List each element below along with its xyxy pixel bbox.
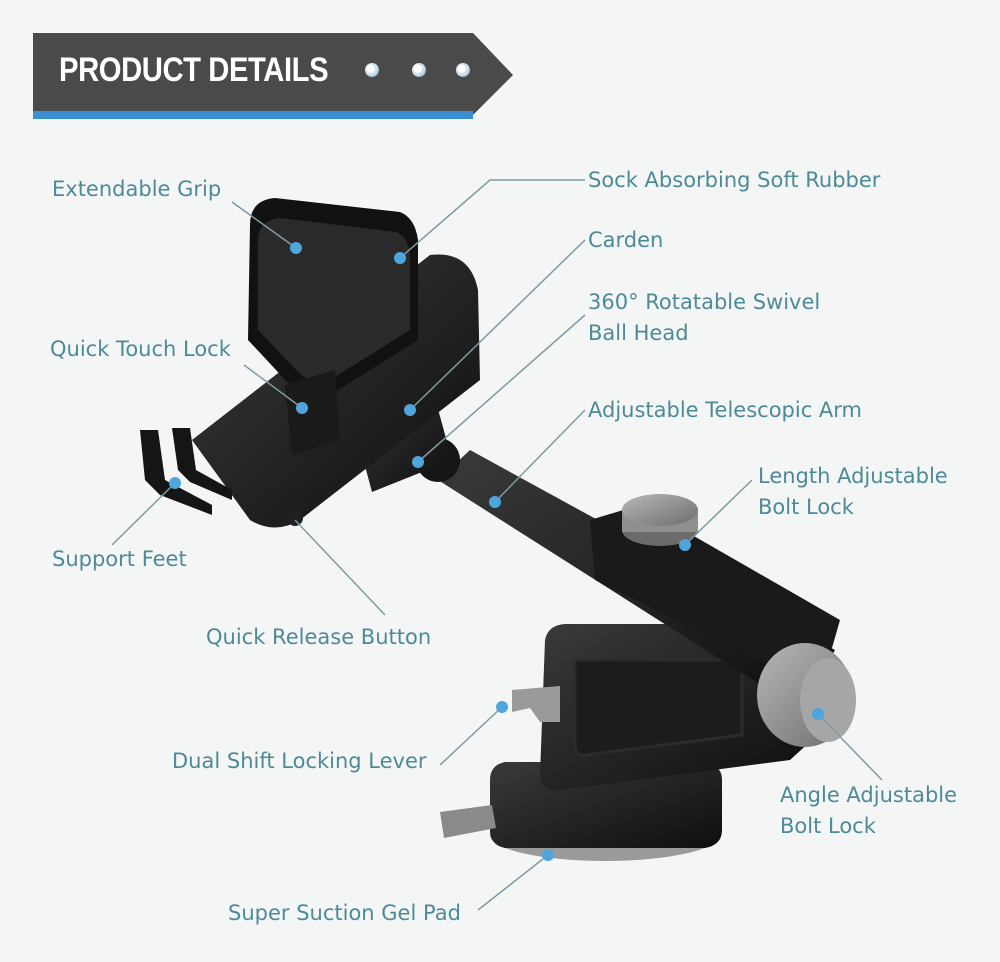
label-quick-release-button: Quick Release Button [206, 625, 432, 649]
label-telescopic-arm: Adjustable Telescopic Arm [588, 398, 863, 422]
label-angle-bolt-lock: Angle Adjustable Bolt Lock [780, 780, 957, 842]
label-extendable-grip: Extendable Grip [52, 177, 222, 201]
banner-shape [33, 33, 513, 119]
banner-dot-icon [365, 63, 379, 77]
callout-dot-icon [412, 456, 424, 468]
length-bolt-knob [622, 494, 698, 546]
lever-shape [512, 686, 560, 722]
label-angle-line1: Angle Adjustable [780, 783, 958, 807]
angle-bolt-knob [757, 643, 856, 747]
product-details-banner: PRODUCT DETAILS [33, 33, 513, 119]
banner-title: PRODUCT DETAILS [59, 51, 329, 89]
callout-dot-icon [542, 849, 554, 861]
label-dual-shift-locking-lever: Dual Shift Locking Lever [172, 749, 427, 773]
callout-dot-icon [489, 496, 501, 508]
callout-dot-icon [404, 404, 416, 416]
label-carden: Carden [588, 228, 664, 252]
callout-dot-icon [290, 242, 302, 254]
label-swivel-line1: 360° Rotatable Swivel [588, 290, 821, 314]
label-sock-absorbing-soft-rubber: Sock Absorbing Soft Rubber [588, 168, 881, 192]
label-swivel-ball-head: 360° Rotatable Swivel Ball Head [588, 287, 820, 349]
telescopic-arm [438, 450, 840, 710]
callout-dot-icon [296, 402, 308, 414]
label-length-line2: Bolt Lock [758, 495, 854, 519]
callout-dot-icon [496, 701, 508, 713]
callout-dot-icon [394, 252, 406, 264]
callout-dot-icon [679, 539, 691, 551]
banner-dot-icon [456, 63, 470, 77]
callout-dot-icon [812, 708, 824, 720]
label-length-line1: Length Adjustable [758, 464, 948, 488]
callout-dots [169, 242, 824, 861]
label-suction-gel-pad: Super Suction Gel Pad [228, 901, 461, 925]
label-swivel-line2: Ball Head [588, 321, 689, 345]
label-support-feet: Support Feet [52, 547, 187, 571]
phone-holder [140, 198, 480, 528]
label-length-bolt-lock: Length Adjustable Bolt Lock [758, 461, 948, 523]
label-angle-line2: Bolt Lock [780, 814, 876, 838]
banner-dot-icon [412, 63, 426, 77]
callout-lines [111, 179, 883, 911]
callout-dot-icon [169, 477, 181, 489]
label-quick-touch-lock: Quick Touch Lock [50, 337, 231, 361]
